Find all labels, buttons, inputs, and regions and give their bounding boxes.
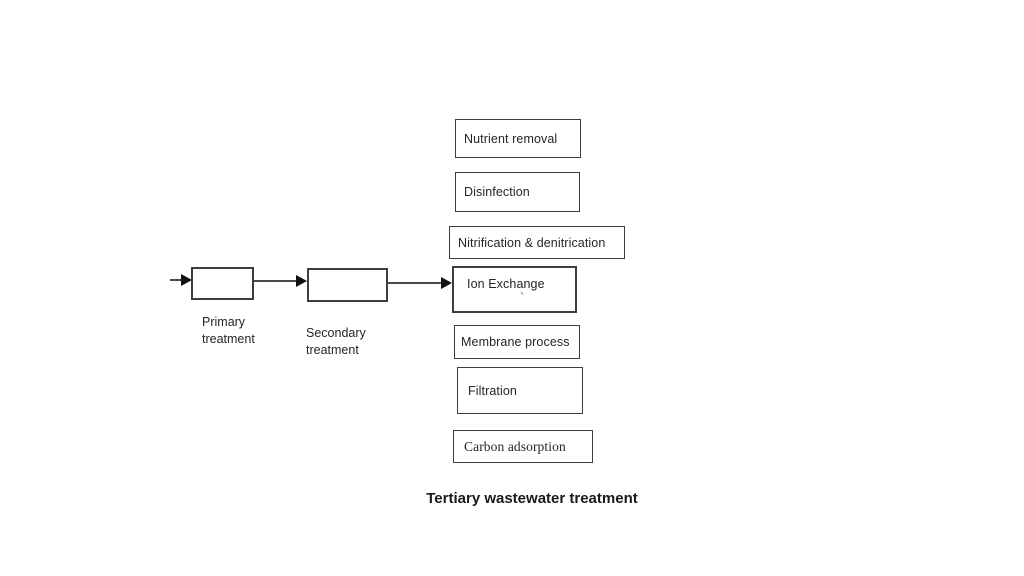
tertiary-box-nutrient-removal: Nutrient removal <box>455 119 581 158</box>
arrow-shaft <box>170 279 183 281</box>
tertiary-box-label: Filtration <box>468 383 517 398</box>
primary-to-secondary-arrow-icon <box>254 275 307 287</box>
arrowhead-icon <box>441 277 452 289</box>
tertiary-box-disinfection: Disinfection <box>455 172 580 212</box>
tertiary-box-label: Membrane process <box>461 335 570 349</box>
secondary-to-tertiary-arrow-icon <box>388 277 452 289</box>
secondary-treatment-label: Secondary treatment <box>306 326 366 357</box>
stray-backtick-mark: ` <box>520 290 525 305</box>
primary-treatment-box <box>191 267 254 300</box>
arrow-shaft <box>388 282 443 284</box>
tertiary-box-ion-exchange: Ion Exchange ` <box>452 266 577 313</box>
tertiary-box-label: Nitrification & denitrication <box>458 235 606 250</box>
tertiary-box-nitrification-denitrication: Nitrification & denitrication <box>449 226 625 259</box>
tertiary-box-carbon-adsorption: Carbon adsorption <box>453 430 593 463</box>
tertiary-box-label: Disinfection <box>464 185 530 199</box>
secondary-treatment-box <box>307 268 388 302</box>
primary-treatment-label: Primary treatment <box>202 315 255 346</box>
arrowhead-icon <box>296 275 307 287</box>
tertiary-box-membrane-process: Membrane process <box>454 325 580 359</box>
tertiary-box-label: Ion Exchange <box>467 277 545 291</box>
tertiary-box-label: Carbon adsorption <box>464 438 566 454</box>
tertiary-box-filtration: Filtration <box>457 367 583 414</box>
arrow-shaft <box>254 280 298 282</box>
arrowhead-icon <box>181 274 192 286</box>
diagram-title: Tertiary wastewater treatment <box>426 490 638 507</box>
inflow-arrow-right-icon <box>170 274 192 286</box>
tertiary-box-label: Nutrient removal <box>464 131 558 146</box>
